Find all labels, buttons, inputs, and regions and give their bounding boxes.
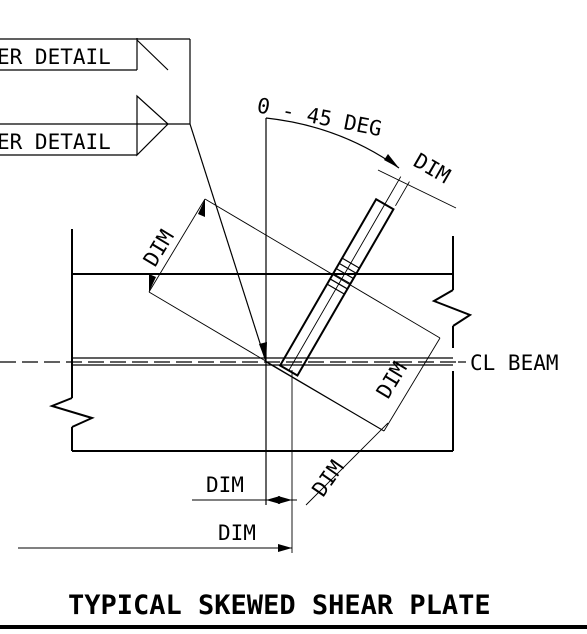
weld-detail-callouts: ER DETAIL ER DETAIL [0, 38, 267, 363]
dim-horizontal-long: DIM [18, 521, 292, 552]
drawing-title: TYPICAL SKEWED SHEAR PLATE [68, 590, 491, 621]
title-block: TYPICAL SKEWED SHEAR PLATE [0, 590, 587, 629]
dim-horizontal-short: DIM [192, 370, 297, 553]
dim-skew-lower-label: DIM [307, 456, 348, 501]
dim-plate-offset-label: DIM [139, 226, 179, 271]
weld-detail-label-1: ER DETAIL [0, 45, 111, 69]
weld-detail-label-2: ER DETAIL [0, 130, 111, 154]
skew-angle-indicator: 0 - 45 DEG [255, 93, 400, 169]
dim-plate-width-label: DIM [410, 149, 455, 189]
centerline-beam-label: CL BEAM [470, 351, 559, 375]
dim-horizontal-short-label: DIM [206, 473, 244, 497]
dim-horizontal-long-label: DIM [218, 521, 256, 545]
dim-skew-lower: DIM [305, 422, 389, 506]
skewed-shear-plate [278, 176, 410, 377]
steel-beam [48, 229, 473, 452]
angle-range-label: 0 - 45 DEG [255, 93, 384, 141]
centerline-beam: CL BEAM [0, 351, 559, 375]
